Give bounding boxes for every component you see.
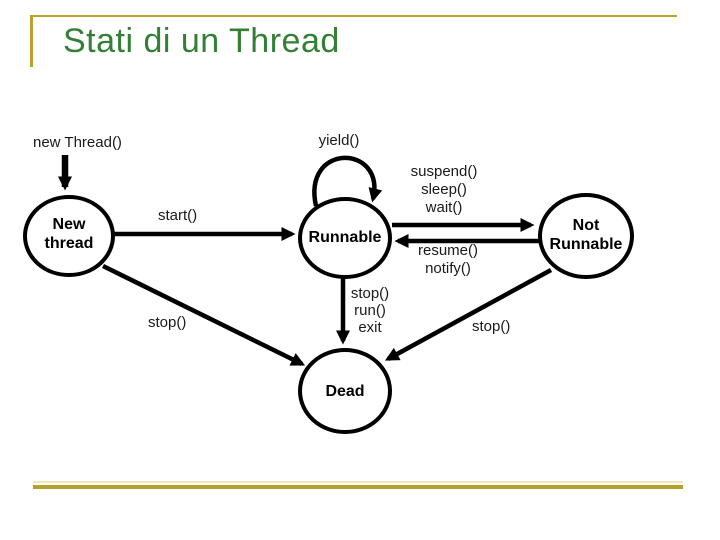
label-yield: yield() <box>318 132 360 149</box>
yield-loop-arc <box>312 155 383 207</box>
label-notify: notify() <box>425 260 471 277</box>
node-label-runnable: Runnable <box>308 229 382 246</box>
node-label-new-thread-line2: thread <box>44 235 94 252</box>
label-run: run() <box>354 302 386 319</box>
slide-title: Stati di un Thread <box>63 22 340 60</box>
label-suspend: suspend() <box>410 163 478 180</box>
label-resume-group: resume() notify() <box>396 242 500 278</box>
label-sleep: sleep() <box>421 181 467 198</box>
label-start: start() <box>158 207 198 224</box>
label-resume: resume() <box>417 242 478 259</box>
label-wait: wait() <box>425 199 463 216</box>
label-suspend-group: suspend() sleep() wait() <box>392 163 496 217</box>
title-frame-left-line <box>30 15 33 67</box>
node-label-not-runnable: Not Runnable <box>537 216 635 254</box>
runnable-ellipse <box>298 197 392 279</box>
arrow-stop-left <box>102 263 306 367</box>
label-exit: exit <box>358 319 382 336</box>
node-label-new-thread: New thread <box>25 215 113 253</box>
label-new-thread-call: new Thread() <box>33 134 122 151</box>
label-stop-left: stop() <box>148 314 187 331</box>
footer-rule-light <box>33 481 683 483</box>
label-stop-mid-group: stop() run() exit <box>331 285 409 336</box>
dead-ellipse <box>298 348 392 434</box>
title-frame-top-line <box>30 15 677 17</box>
label-stop-mid: stop() <box>350 285 390 302</box>
node-label-new-thread-line1: New <box>52 216 86 233</box>
arrow-stop-right <box>384 268 553 361</box>
not-runnable-ellipse <box>538 193 634 279</box>
node-label-not-runnable-line2: Runnable <box>549 236 623 253</box>
footer-rule-gold <box>33 485 683 489</box>
node-label-not-runnable-line1: Not <box>572 217 600 234</box>
label-stop-right: stop() <box>472 318 511 335</box>
node-label-dead: Dead <box>325 383 365 400</box>
